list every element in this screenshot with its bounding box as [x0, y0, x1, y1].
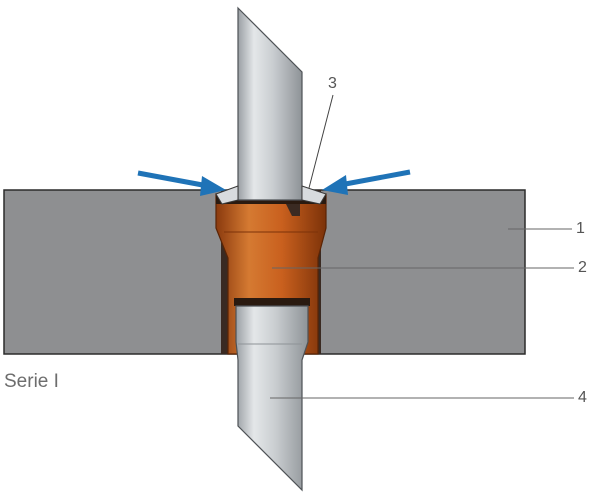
callout-3: 3 [328, 75, 337, 92]
leader-3 [308, 94, 334, 189]
callout-2: 2 [578, 259, 587, 276]
compression-arrow-right [322, 169, 411, 195]
seal-ring-right [301, 185, 327, 205]
pipe-socket-band [234, 298, 310, 306]
seal-ring-left [215, 185, 239, 205]
callout-1: 1 [576, 220, 585, 237]
seal-clip [286, 204, 300, 216]
compression-arrow-left [137, 170, 226, 196]
callout-4: 4 [578, 389, 587, 406]
upper-pipe [237, 6, 303, 201]
series-caption: Serie I [4, 371, 59, 392]
